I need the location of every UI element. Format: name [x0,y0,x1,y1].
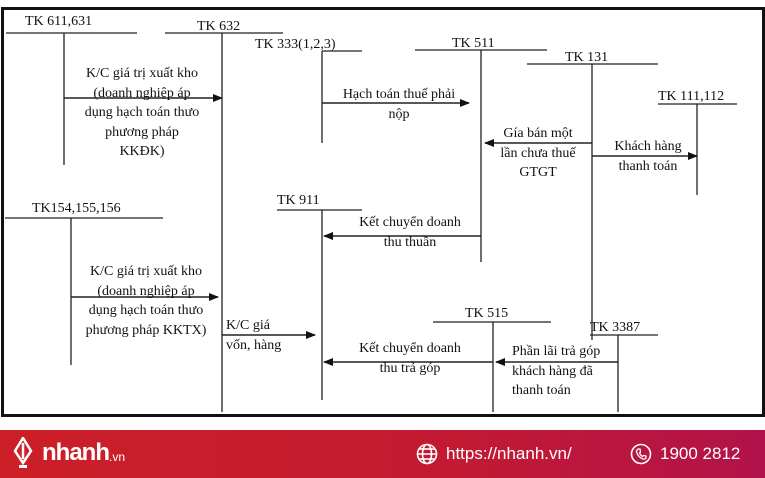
entry-khach-hang-thanh-toan: Khách hàng thanh toán [600,137,696,176]
entry-line: K/C giá trị xuất kho [90,264,202,279]
entry-line: thanh toán [618,158,678,174]
entry-line: khách hàng đã [512,363,593,379]
entry-line: phương pháp [105,124,179,140]
account-label-911: TK 911 [277,193,320,208]
entry-kc-gia-von: K/C giá vốn, hàng [226,316,281,355]
entry-line: Phần lãi trả góp [512,344,601,359]
diagram-frame [1,7,765,417]
entry-phan-lai-tra-gop: Phần lãi trả góp khách hàng đã thanh toá… [512,342,600,401]
entry-line: vốn, hàng [226,337,282,353]
phone-number: 1900 2812 [660,444,741,463]
website-url: https://nhanh.vn/ [446,444,572,463]
entry-line: KKĐK) [119,144,165,159]
entry-line: K/C giá trị xuất kho [86,66,198,81]
entry-kc-kktx: K/C giá trị xuất kho (doanh nghiệp áp dụ… [70,262,222,340]
entry-line: Kết chuyển doanh [359,215,461,230]
account-label-111: TK 111,112 [658,89,725,104]
entry-line: thanh toán [512,383,571,398]
entry-line: K/C giá [226,318,270,333]
account-label-131: TK 131 [565,50,609,65]
entry-line: thu thuần [383,234,437,250]
entry-line: thu trả góp [379,360,441,376]
nhanh-logo-icon [13,437,33,468]
account-label-632: TK 632 [197,19,241,34]
entry-hach-toan-thue: Hạch toán thuế phải nộp [326,85,472,124]
entry-line: Gía bán một [503,126,573,141]
account-label-511: TK 511 [452,36,495,51]
entry-line: Khách hàng [614,139,682,154]
entry-line: lần chưa thuế [500,145,576,161]
footer-banner: nhanh .vn https://nhanh.vn/ 1900 2812 [0,430,765,478]
entry-gia-ban: Gía bán một lần chưa thuế GTGT [488,124,588,183]
diagram-lines [5,32,737,412]
website-link[interactable]: https://nhanh.vn/ [416,443,572,465]
nhanh-logo[interactable]: nhanh .vn [12,437,125,469]
account-label-611: TK 611,631 [25,14,93,29]
entry-line: GTGT [519,165,557,180]
entry-kc-doanh-thu-tra-gop: Kết chuyển doanh thu trả góp [340,339,480,378]
entry-kc-doanh-thu-thuan: Kết chuyển doanh thu thuần [340,213,480,252]
entry-line: (doanh nghiệp áp [93,85,191,101]
phone-link[interactable]: 1900 2812 [630,443,740,465]
account-label-333: TK 333(1,2,3) [255,37,336,52]
entry-line: dụng hạch toán thưo [88,303,204,318]
entry-line: dụng hạch toán thưo [84,105,200,120]
entry-line: (doanh nghiệp áp [97,283,195,299]
entry-kc-kkdk: K/C giá trị xuất kho (doanh nghiệp áp dụ… [64,64,220,162]
entry-line: nộp [388,106,410,122]
entry-line: Kết chuyển doanh [359,341,461,356]
entry-line: Hạch toán thuế phải [342,87,456,102]
account-label-515: TK 515 [465,306,509,321]
account-label-3387: TK 3387 [590,320,641,335]
account-label-154: TK154,155,156 [32,201,121,216]
phone-icon [630,443,652,465]
entry-line: phương pháp KKTX) [85,322,207,338]
brand-suffix: .vn [109,450,126,464]
brand-name: nhanh [42,439,110,466]
globe-icon [416,443,438,465]
